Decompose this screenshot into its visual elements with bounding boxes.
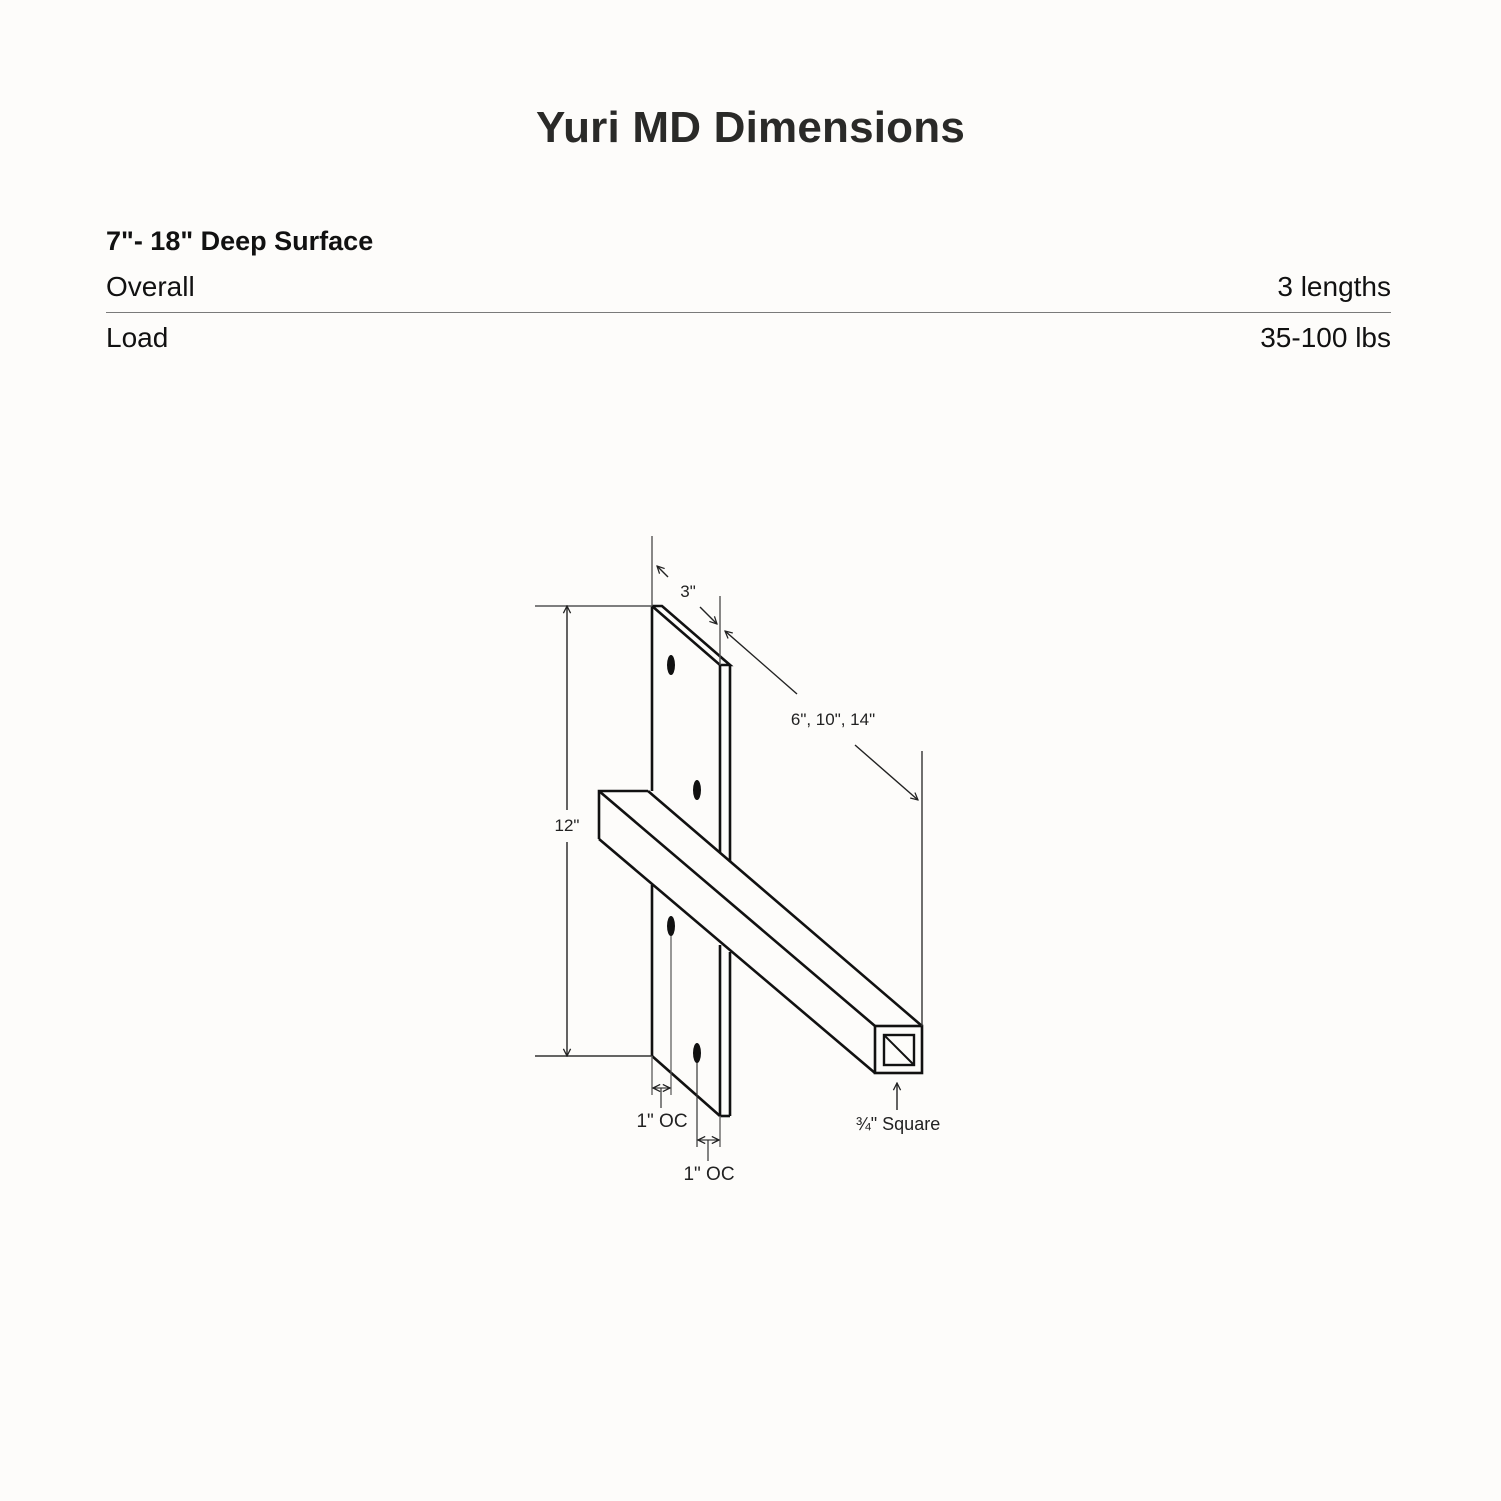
plate-depth-label: 3" xyxy=(680,582,696,601)
plate-height-label: 12" xyxy=(555,816,580,835)
callout-bar-profile: ¾" Square xyxy=(856,1083,940,1134)
hole-icon xyxy=(693,1043,701,1063)
dimension-hole-offset-back: 1" OC xyxy=(683,1063,735,1185)
spec-table: 7"- 18" Deep Surface Overall 3 lengths L… xyxy=(106,222,1391,363)
hole-icon xyxy=(667,655,675,675)
spec-heading: 7"- 18" Deep Surface xyxy=(106,226,374,256)
mounting-holes xyxy=(667,655,701,1063)
hole-offset-front-label: 1" OC xyxy=(636,1111,687,1132)
square-bar xyxy=(597,789,924,1075)
hole-icon xyxy=(693,780,701,800)
spec-value-overall: 3 lengths xyxy=(1277,271,1391,302)
back-plate xyxy=(650,604,734,1118)
dimension-hole-offset-front: 1" OC xyxy=(636,936,688,1132)
spec-value-load: 35-100 lbs xyxy=(1260,322,1391,353)
hole-icon xyxy=(667,916,675,936)
dimension-plate-depth: 3" xyxy=(651,536,721,665)
dimension-bar-length: 6", 10", 14" xyxy=(725,631,923,1026)
spec-label-load: Load xyxy=(106,322,169,353)
dimension-plate-height: 12" xyxy=(535,606,652,1056)
spec-label-overall: Overall xyxy=(106,271,195,302)
bar-profile-label: ¾" Square xyxy=(856,1114,940,1134)
page-title: Yuri MD Dimensions xyxy=(535,103,965,152)
hole-offset-back-label: 1" OC xyxy=(683,1164,734,1185)
spec-row-load: Load 35-100 lbs xyxy=(106,313,1391,363)
bar-length-label: 6", 10", 14" xyxy=(791,710,875,729)
spec-row-overall: Overall 3 lengths xyxy=(106,262,1391,313)
